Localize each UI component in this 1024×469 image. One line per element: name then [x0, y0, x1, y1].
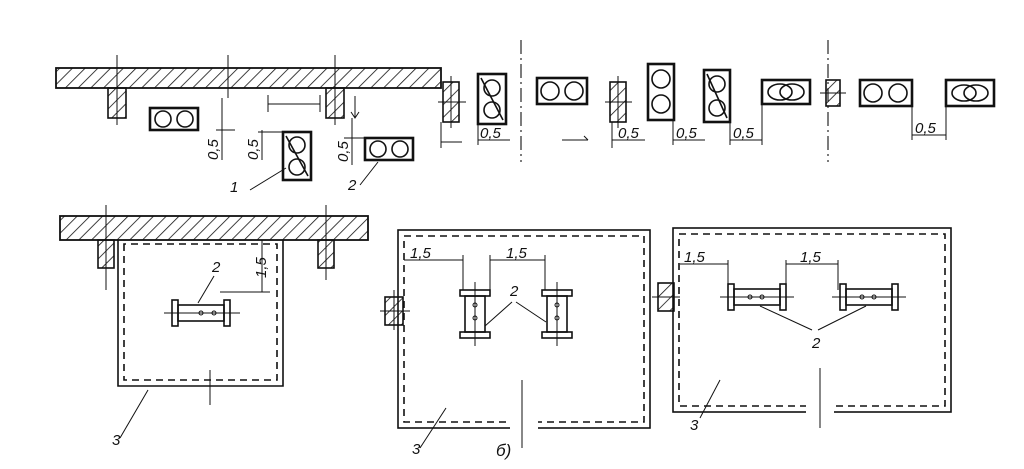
dim-label-15-c: 1,5 — [506, 245, 528, 262]
machine-small-d — [720, 283, 794, 311]
dim-label-05-h: 0,5 — [915, 120, 937, 137]
item-label-3-br: 3 — [690, 417, 699, 434]
bottom-middle-layout: 1,5 1,5 2 3 б) — [380, 229, 651, 460]
dim-label-05-c: 0,5 — [335, 140, 352, 162]
dim-label-05-d: 0,5 — [480, 125, 502, 142]
machine-horizontal-d — [858, 78, 914, 108]
machine-horizontal-b — [535, 76, 589, 106]
beam-hatched — [55, 67, 442, 89]
item-label-2-br: 2 — [811, 335, 821, 352]
machine-vertical-b — [476, 72, 508, 126]
item-label-2-bm: 2 — [509, 283, 519, 300]
dim-label-05-f: 0,5 — [676, 125, 698, 142]
dim-label-15-d: 1,5 — [684, 249, 706, 266]
item-label-3-bm: 3 — [412, 441, 421, 458]
dim-label-05-a: 0,5 — [205, 138, 222, 160]
bottom-right-layout: 1,5 1,5 2 3 — [652, 227, 952, 434]
beam-hatched-bottom — [59, 215, 369, 241]
item-label-2-bl: 2 — [211, 259, 221, 276]
machine-vertical-c — [646, 62, 676, 122]
machine-vertical-1 — [281, 130, 313, 182]
dim-label-15-b: 1,5 — [410, 245, 432, 262]
top-left-layout: 0,5 0,5 1 0,5 2 — [55, 55, 442, 196]
item-label-3-bl: 3 — [112, 432, 121, 449]
dim-label-15-e: 1,5 — [800, 249, 822, 266]
machine-horizontal-c — [760, 78, 812, 106]
machine-small-e — [832, 283, 906, 311]
machine-horizontal-2 — [363, 136, 415, 162]
panel-label-b: б) — [496, 441, 511, 460]
machine-small-a — [164, 299, 240, 327]
item-label-1: 1 — [230, 179, 238, 196]
machine-small-c — [541, 282, 573, 346]
dim-label-05-b: 0,5 — [245, 138, 262, 160]
top-middle-layouts: 0,5 0,5 0,5 0,5 — [438, 40, 829, 162]
bottom-left-layout: 1,5 2 3 — [59, 205, 369, 449]
top-right-layout: 0,5 — [820, 78, 996, 140]
item-label-2-top: 2 — [347, 177, 357, 194]
dim-label-15-a: 1,5 — [253, 256, 270, 278]
machine-horizontal-e — [944, 78, 996, 108]
dim-label-05-e: 0,5 — [618, 125, 640, 142]
dim-label-05-g: 0,5 — [733, 125, 755, 142]
machine-small-b — [459, 282, 491, 346]
machine-vertical-d — [702, 68, 732, 124]
machine-horizontal-a — [148, 106, 200, 132]
